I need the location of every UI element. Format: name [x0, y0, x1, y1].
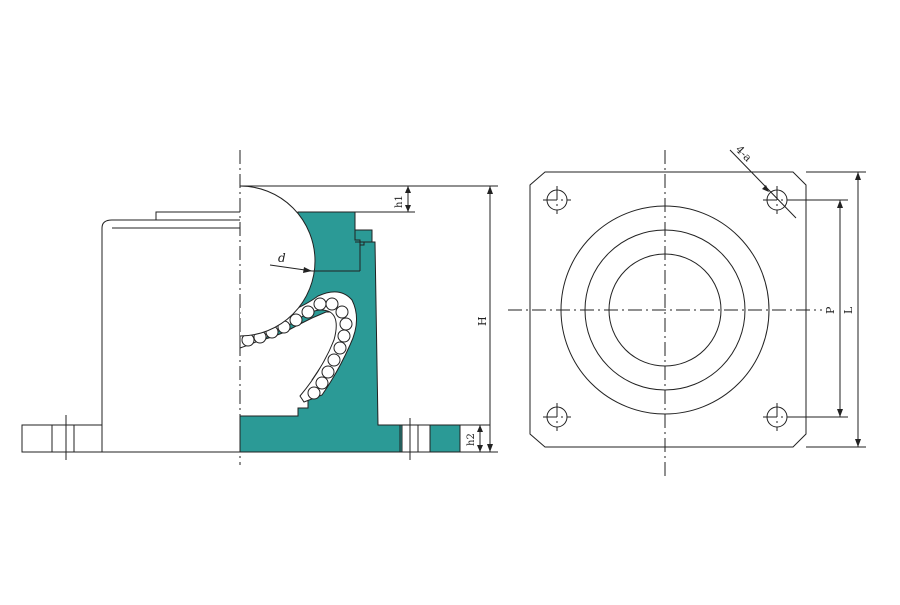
plan-view — [529, 171, 807, 448]
dim-d — [269, 264, 313, 273]
label-P: P — [824, 306, 837, 314]
left-flange — [21, 415, 240, 460]
label-holes: 4-a — [733, 143, 755, 165]
section-details — [312, 230, 375, 272]
label-h1: h1 — [394, 195, 405, 208]
bolt-holes — [546, 189, 788, 428]
label-H: H — [476, 316, 489, 326]
label-d: d — [278, 251, 286, 265]
dim-h2 — [460, 424, 490, 452]
dim-H — [460, 186, 498, 453]
dim-L — [806, 171, 866, 448]
label-h2: h2 — [466, 433, 477, 446]
label-L: L — [842, 306, 855, 314]
dim-h1 — [340, 186, 415, 213]
housing-outline — [101, 211, 240, 425]
dim-P — [787, 199, 848, 418]
flange-outline — [529, 171, 807, 448]
right-flange — [399, 418, 461, 460]
dim-holes — [729, 149, 797, 219]
main-ball — [239, 185, 316, 337]
plan-centerlines — [508, 150, 822, 477]
section-view — [21, 185, 498, 460]
